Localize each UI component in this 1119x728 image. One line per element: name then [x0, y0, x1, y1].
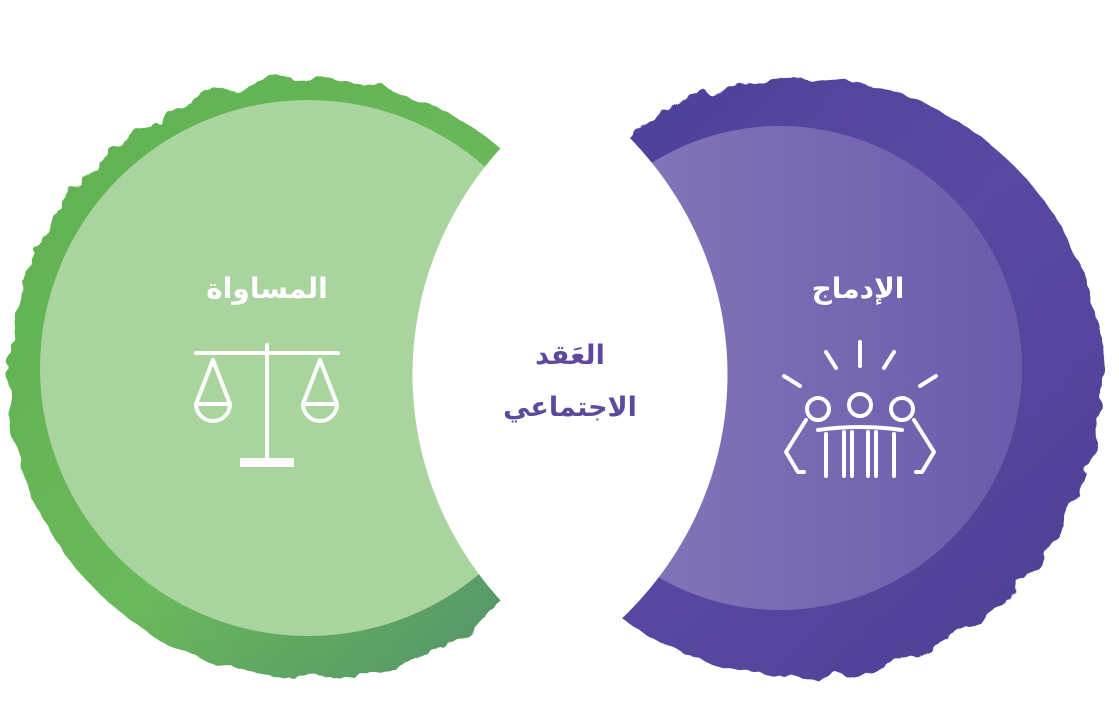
social-contract-label: العَقد الاجتماعي [470, 330, 670, 434]
scales-icon [194, 343, 340, 467]
social-contract-line1: العَقد [535, 340, 605, 371]
social-contract-line2: الاجتماعي [503, 392, 637, 423]
equality-label: المساواة [206, 272, 328, 305]
people-together-icon [782, 340, 938, 478]
inclusion-label: الإدماج [811, 272, 905, 305]
intersection-lens [412, 88, 728, 660]
